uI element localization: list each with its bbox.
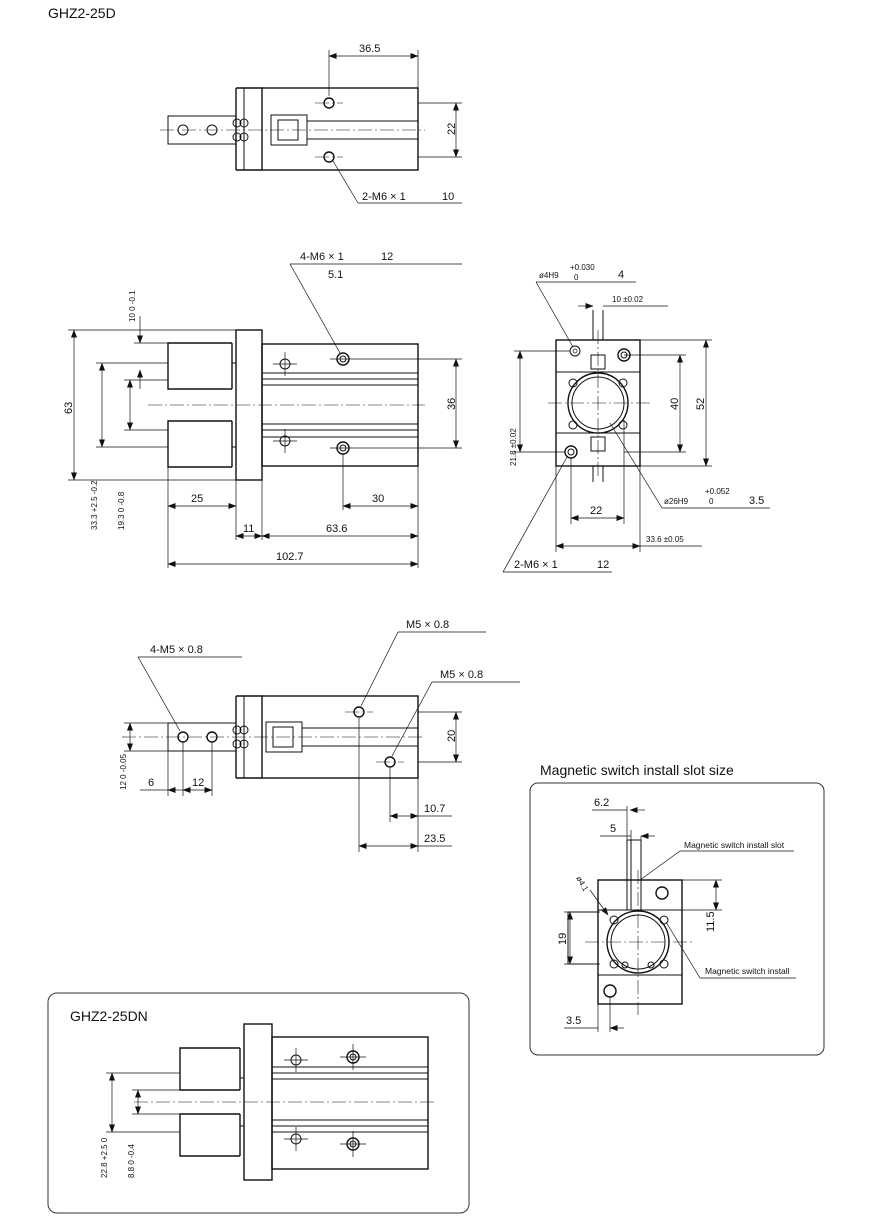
callout-2-m6: 2-M6 × 1 — [362, 191, 406, 203]
dim-23-5: 23.5 — [424, 833, 445, 845]
bottom-view: M5 × 0.8 M5 × 0.8 4-M5 × 0.8 20 10.7 23.… — [119, 619, 520, 852]
dim-10-7: 10.7 — [424, 803, 445, 815]
callout-5-1: 5.1 — [328, 269, 343, 281]
callout-4-m5: 4-M5 × 0.8 — [150, 644, 203, 656]
dim-33-3: 33.3 +2.5 -0.2 — [90, 480, 99, 530]
magnetic-title: Magnetic switch install slot size — [540, 762, 734, 778]
bore-label: ø26H9 — [664, 497, 689, 506]
mag-dim-4-1: ø4.1 — [574, 875, 590, 894]
pin-depth: 4 — [618, 269, 624, 281]
mag-dim-19: 19 — [557, 933, 569, 945]
dim-20: 20 — [446, 730, 458, 742]
end-view: ø4H9 +0.030 0 4 10 ±0.02 40 52 21.8 ±0.0… — [502, 263, 770, 573]
end-callout-2-m6: 2-M6 × 1 — [514, 559, 558, 571]
dim-25: 25 — [191, 493, 203, 505]
ghz2-25dn-detail: GHZ2-25DN 22.8 +2.5 0 8.8 0 -0.4 — [47, 992, 470, 1214]
dim-52: 52 — [695, 398, 707, 410]
pin-label: ø4H9 — [539, 271, 559, 280]
callout-m5-a: M5 × 0.8 — [406, 619, 449, 631]
mag-dim-6-2: 6.2 — [594, 797, 609, 809]
mag-dim-11-5: 11.5 — [705, 911, 717, 932]
callout-4-m6: 4-M6 × 1 — [300, 251, 344, 263]
mag-dim-3-5: 3.5 — [566, 1015, 581, 1027]
pin-tol-upper: +0.030 — [570, 263, 595, 272]
bore-tol-lower: 0 — [709, 497, 714, 506]
dim-22: 22 — [446, 123, 458, 135]
bore-depth: 3.5 — [749, 495, 764, 507]
dim-6: 6 — [148, 777, 154, 789]
dim-102-7: 102.7 — [276, 551, 304, 563]
dim-12-bottom: 12 — [192, 777, 204, 789]
dim-10-tol: 10 0 -0.1 — [128, 290, 137, 322]
dim-22-end: 22 — [590, 505, 602, 517]
dn-dim-8-8: 8.8 0 -0.4 — [127, 1144, 136, 1178]
dim-19-3: 19.3 0 -0.8 — [117, 491, 126, 530]
mag-dim-5: 5 — [610, 823, 616, 835]
bore-tol-upper: +0.052 — [705, 487, 730, 496]
callout-m5-b: M5 × 0.8 — [440, 669, 483, 681]
drawing-title: GHZ2-25D — [48, 5, 116, 21]
front-view: 36 4-M6 × 1 12 5.1 63 10 0 -0.1 33.3 +2.… — [63, 251, 462, 568]
dn-dim-22-8: 22.8 +2.5 0 — [100, 1137, 109, 1178]
dim-11: 11 — [243, 523, 254, 535]
dim-33-6: 33.6 ±0.05 — [646, 535, 684, 544]
dim-40: 40 — [669, 398, 681, 410]
dim-12-tol: 12 0 -0.05 — [119, 753, 128, 790]
callout-depth-10: 10 — [442, 191, 454, 203]
dn-title: GHZ2-25DN — [70, 1008, 148, 1024]
pin-tol-lower: 0 — [574, 273, 579, 282]
top-view: 36.5 22 2-M6 × 1 10 — [160, 43, 462, 204]
dim-30: 30 — [372, 493, 384, 505]
magnetic-switch-detail: Magnetic switch install slot size 6.2 5 … — [529, 762, 825, 1056]
dim-63: 63 — [63, 402, 75, 414]
dim-21-8: 21.8 ±0.02 — [509, 428, 518, 466]
end-callout-depth: 12 — [597, 559, 609, 571]
dim-36: 36 — [446, 398, 458, 410]
callout-depth-12: 12 — [381, 251, 393, 263]
dim-63-6: 63.6 — [326, 523, 347, 535]
note-install-slot: Magnetic switch install slot — [684, 840, 785, 850]
dim-36-5: 36.5 — [359, 43, 380, 55]
note-install: Magnetic switch install — [705, 966, 790, 976]
slot-10: 10 ±0.02 — [612, 295, 644, 304]
